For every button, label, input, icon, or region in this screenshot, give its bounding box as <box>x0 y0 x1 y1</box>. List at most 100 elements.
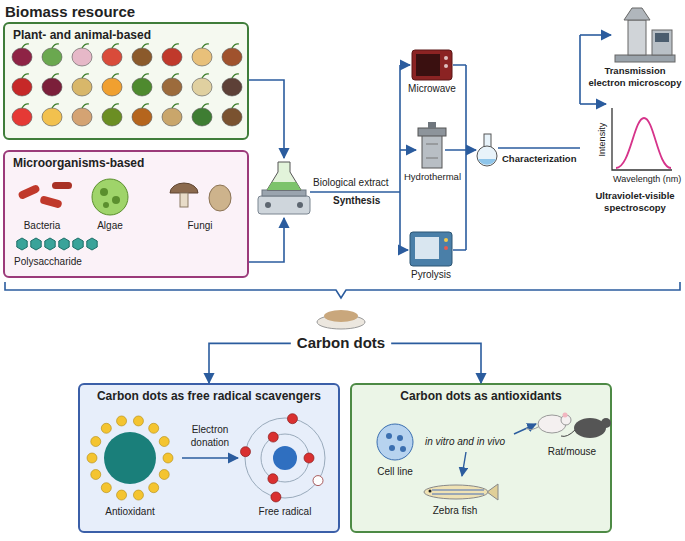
food-icons <box>192 78 212 96</box>
food-icons <box>82 44 89 48</box>
food-icons <box>42 78 62 96</box>
food-icons <box>222 78 242 96</box>
free-radical-icon <box>268 432 278 442</box>
carbon-dot-dish-icon <box>317 310 365 329</box>
free-radical-icon <box>313 476 323 486</box>
zebrafish-icon <box>424 485 488 499</box>
algae-icon <box>103 202 109 208</box>
polysaccharide-chain <box>45 238 55 250</box>
food-icons <box>102 48 122 66</box>
caption-label: Wavelength (nm) <box>613 174 681 185</box>
flow-arrows <box>5 35 680 298</box>
polysaccharide-chain <box>31 238 41 250</box>
caption-label: Rat/mouse <box>548 446 596 459</box>
free-radical-icon <box>304 453 314 463</box>
bacteria-icons <box>17 182 72 209</box>
food-icons <box>132 48 152 66</box>
node-heading: Carbon dots <box>297 334 385 353</box>
caption-label: Biological extract <box>313 177 389 190</box>
antioxidant-icon <box>101 423 111 433</box>
cell-line-icon <box>389 445 395 451</box>
stirrer-icon <box>258 162 310 214</box>
electron-arrow <box>182 458 238 459</box>
antioxidant-icon <box>149 423 159 433</box>
fungi-icons <box>209 185 231 211</box>
pyrolysis-furnace-icon <box>410 232 452 266</box>
food-icons <box>222 108 242 126</box>
microwave-icon <box>416 54 440 76</box>
fungi-icons <box>170 183 231 211</box>
node-heading: Microorganisms-based <box>13 156 239 171</box>
product-node: Carbon dots <box>291 330 391 357</box>
fungi-icons <box>170 183 198 193</box>
stirrer-icon <box>267 162 301 190</box>
food-icons <box>72 108 92 126</box>
antioxidant-icon <box>87 416 173 500</box>
flow-arrows <box>466 149 476 151</box>
flow-connector <box>391 343 481 383</box>
food-icons <box>202 104 209 108</box>
uv-vis-spectrum-plot <box>616 118 671 168</box>
microwave-icon <box>444 56 448 60</box>
mouse-rat-icons <box>601 418 611 428</box>
food-icons <box>162 108 182 126</box>
antioxidant-icon <box>149 483 159 493</box>
algae-icon <box>100 188 108 196</box>
free-radical-icon <box>241 414 325 502</box>
caption-label: Transmission electron microscopy <box>587 65 683 89</box>
microscope-icon <box>615 55 675 62</box>
food-icons <box>42 48 62 66</box>
food-icons <box>162 48 182 66</box>
stirrer-icon <box>265 202 271 208</box>
caption-label: Electron donation <box>179 424 241 449</box>
food-icons <box>42 108 62 126</box>
flow-arrows <box>399 65 401 250</box>
antioxidant-icon <box>133 416 143 426</box>
node-heading: Carbon dots as free radical scavengers <box>88 389 330 404</box>
bacteria-icons <box>17 184 40 201</box>
flow-arrows <box>400 249 408 251</box>
round-flask-icon <box>478 159 496 165</box>
model-arrows <box>462 452 466 476</box>
cell-line-icon <box>386 433 392 439</box>
antioxidant-icon <box>163 453 173 463</box>
cell-line-icon <box>400 446 406 452</box>
flow-arrows <box>5 282 680 298</box>
flow-arrows <box>249 80 284 158</box>
free-radical-icon <box>245 418 325 498</box>
flow-arrows <box>400 64 410 66</box>
microscope-icon <box>628 20 646 55</box>
antioxidant-icon <box>101 483 111 493</box>
round-flask-icon <box>477 146 497 166</box>
food-icons <box>52 104 59 108</box>
pyrolysis-furnace-icon <box>444 238 448 242</box>
flow-arrows <box>498 35 580 148</box>
food-icons <box>192 48 212 66</box>
food-icons <box>172 74 179 78</box>
flow-connector <box>209 343 291 383</box>
microwave-icon <box>412 50 452 80</box>
food-icons <box>102 108 122 126</box>
flow-arrows <box>400 149 416 151</box>
microscope-icon <box>652 30 672 55</box>
antioxidant-icon <box>91 469 101 479</box>
food-icons <box>22 44 29 48</box>
carbon-dot-dish-icon <box>324 310 358 322</box>
food-icons <box>232 44 239 48</box>
caption-label: Cell line <box>377 466 413 479</box>
uv-vis-spectrum-plot <box>612 108 672 170</box>
bacteria-icons <box>52 182 72 189</box>
stirrer-icon <box>267 182 301 190</box>
algae-icon <box>92 179 128 215</box>
antioxidant-icon <box>117 416 127 426</box>
caption-label: Free radical <box>259 506 312 519</box>
hydrothermal-reactor-icon <box>426 144 438 145</box>
flow-arrows <box>310 191 400 193</box>
flow-arrows <box>445 65 466 250</box>
bacteria-icons <box>39 195 62 208</box>
food-icons <box>12 48 32 66</box>
food-icons <box>82 104 89 108</box>
antioxidant-icon <box>87 453 97 463</box>
caption-label: Characterization <box>502 153 576 165</box>
microwave-icon <box>412 50 452 80</box>
